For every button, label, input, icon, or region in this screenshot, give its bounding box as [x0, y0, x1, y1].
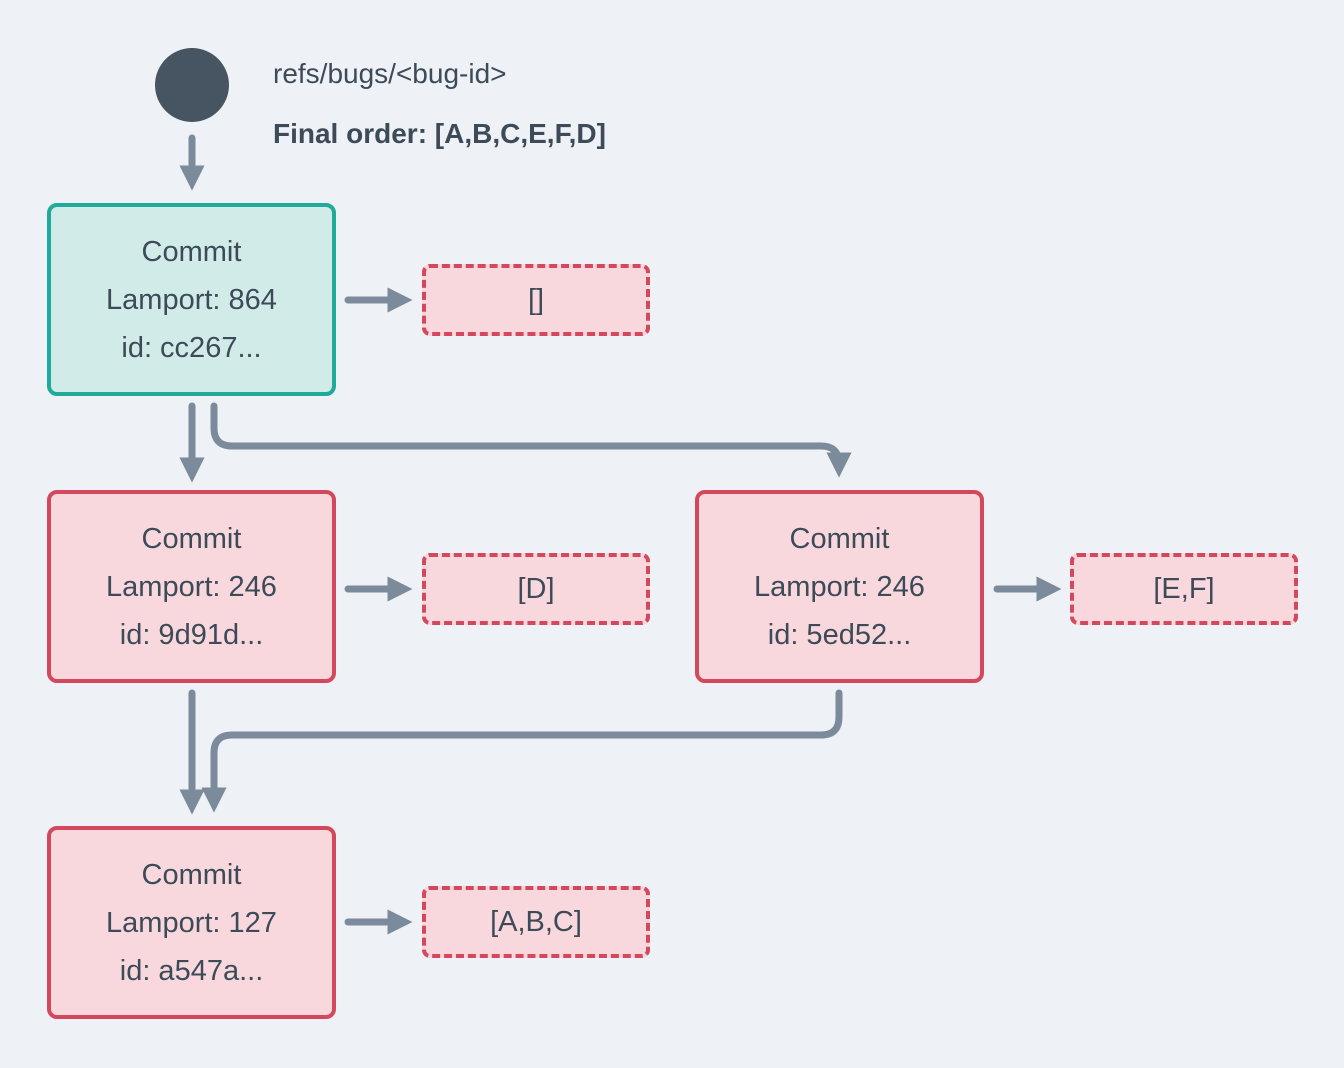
commit-title: Commit [141, 235, 242, 268]
commit-lamport: Lamport: 127 [106, 906, 277, 939]
commit-lamport: Lamport: 246 [106, 570, 277, 603]
commit-title: Commit [141, 522, 242, 555]
commit-title: Commit [141, 858, 242, 891]
edge-right-to-bottom-commit [201, 689, 843, 813]
commit-id: id: 9d91d... [119, 618, 264, 651]
payload-d: [D] [422, 553, 650, 625]
edge-root-to-right-commit [210, 402, 852, 478]
commit-node-bottom: Commit Lamport: 127 id: a547a... [47, 826, 336, 1019]
payload-abc: [A,B,C] [422, 886, 650, 958]
commit-node-root: Commit Lamport: 864 id: cc267... [47, 203, 336, 396]
commit-lamport: Lamport: 246 [754, 570, 925, 603]
ref-head-circle [155, 48, 229, 122]
ref-label: refs/bugs/<bug-id> [273, 58, 507, 89]
final-order-label: Final order: [A,B,C,E,F,D] [273, 118, 606, 149]
payload-ef: [E,F] [1070, 553, 1298, 625]
commit-id: id: cc267... [121, 331, 262, 364]
payload-empty: [] [422, 264, 650, 336]
commit-id: id: a547a... [119, 954, 264, 987]
commit-node-right: Commit Lamport: 246 id: 5ed52... [695, 490, 984, 683]
commit-lamport: Lamport: 864 [106, 283, 277, 316]
commit-node-left: Commit Lamport: 246 id: 9d91d... [47, 490, 336, 683]
commit-title: Commit [789, 522, 890, 555]
commit-id: id: 5ed52... [767, 618, 912, 651]
